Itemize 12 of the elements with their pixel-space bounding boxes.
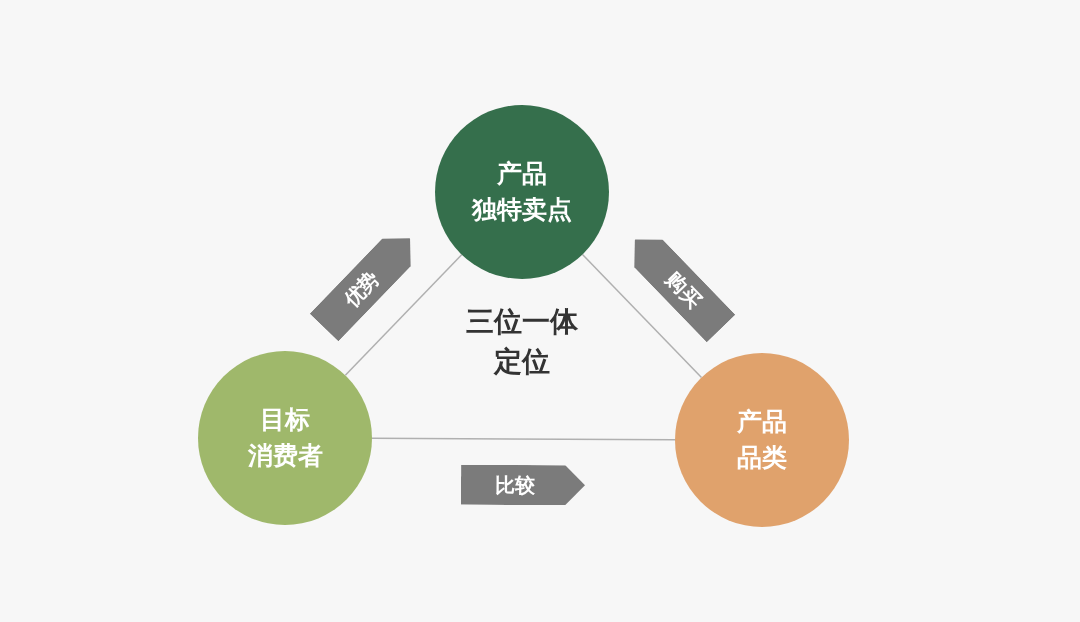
node-label: 独特卖点 [472,195,572,225]
node-label: 产品 [737,407,787,437]
connector-line [371,437,676,441]
connector-line [344,253,463,377]
node-label: 产品 [497,159,547,189]
arrow-tag: 比较 [461,464,586,506]
node-label: 品类 [737,443,787,473]
center-label: 定位 [494,344,550,379]
node-label: 消费者 [247,441,323,471]
connector-line [581,253,703,379]
node-label: 目标 [260,405,310,435]
center-label: 三位一体 [466,305,578,339]
